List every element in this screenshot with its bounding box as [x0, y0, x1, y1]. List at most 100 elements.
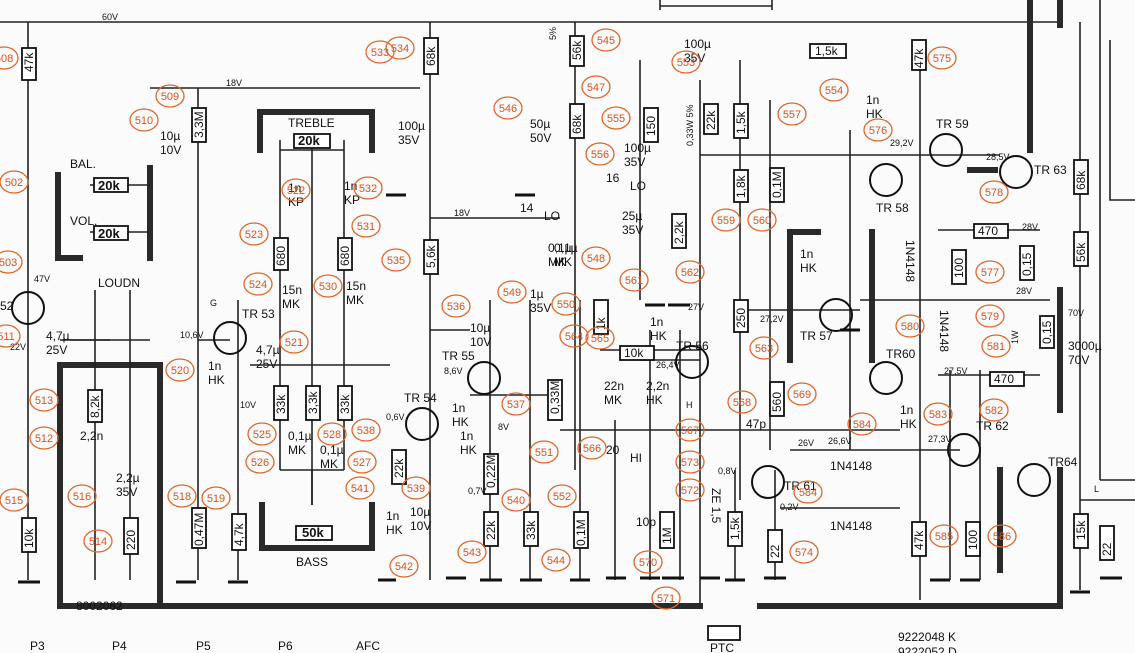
resistor-ref: 554: [825, 85, 843, 97]
capacitor-rating: 10V: [470, 335, 491, 349]
resistor-value: 680: [338, 246, 352, 266]
capacitor-value: 1n: [650, 315, 663, 329]
capacitor-value: 3000µ: [1068, 339, 1102, 353]
capacitor-ref-circle: [577, 436, 607, 460]
capacitor-value: 100µ: [684, 37, 711, 51]
capacitor-ref: 526: [251, 457, 269, 469]
resistor-ref-circle: [585, 326, 615, 350]
resistor-ref-circle: [385, 36, 415, 60]
capacitor-ref-circle: [671, 50, 701, 74]
resistor-ref-circle: [239, 222, 269, 246]
reference-label: 503: [0, 257, 17, 269]
capacitor-rating: 10V: [160, 143, 181, 157]
resistor-value: 0,15: [1040, 320, 1054, 344]
resistor-value: 56k: [570, 40, 584, 60]
voltage-label: 27,3V: [928, 434, 952, 444]
resistor-ref-circle: [457, 540, 487, 564]
capacitor-value: 1n: [208, 359, 221, 373]
resistor-ref-circle: [789, 540, 819, 564]
resistor-ref-circle: [975, 304, 1005, 328]
resistor-ref-circle: [927, 46, 957, 70]
resistor-ref: 545: [597, 35, 615, 47]
misc-label: H: [686, 400, 693, 410]
capacitor-rating: HK: [900, 417, 917, 431]
resistor-ref: 535: [387, 255, 405, 267]
switch-pin: 20: [606, 443, 620, 457]
resistor-value: 5,6k: [424, 244, 438, 268]
voltage-label: 29,2V: [890, 138, 914, 148]
capacitor-rating: HK: [386, 523, 403, 537]
resistor-boxes: [21, 35, 1115, 563]
voltage-label: 18V: [454, 208, 470, 218]
capacitor-ref-circle: [129, 108, 159, 132]
resistor-ref-circle: [747, 208, 777, 232]
capacitor-ref-circle: [441, 294, 471, 318]
resistor-ref: 540: [507, 495, 525, 507]
resistor-ref: 574: [795, 547, 813, 559]
capacitor-value: 0,1µ: [554, 241, 578, 255]
transistor-label: TR 55: [442, 349, 475, 363]
capacitor-rating: HK: [452, 415, 469, 429]
resistor-ref-circle: [979, 398, 1009, 422]
resistor-ref: 557: [783, 109, 801, 121]
voltage-label: 0,7V: [468, 486, 487, 496]
capacitor-ref: 522: [287, 185, 305, 197]
capacitor-value: 4,7µ: [46, 329, 70, 343]
capacitor-value: 15n: [346, 279, 366, 293]
capacitor-ref: 537: [507, 399, 525, 411]
capacitor-ref-circle: [279, 330, 309, 354]
capacitor-ref-circle: [401, 476, 431, 500]
capacitor-rating: HK: [650, 329, 667, 343]
capacitor-rating: MK: [554, 255, 572, 269]
resistor-value: 47k: [22, 52, 36, 72]
control-value: 20k: [298, 133, 320, 148]
resistor-value: 0,1M: [770, 171, 784, 198]
resistor-value: 22k: [484, 520, 498, 540]
resistor-ref-circle: [981, 334, 1011, 358]
voltage-label: 0,8V: [718, 466, 737, 476]
capacitor-value: 1µ: [530, 287, 544, 301]
voltage-label: 10V: [240, 400, 256, 410]
resistor-value: 560: [770, 392, 784, 412]
capacitor-ref-circle: [345, 476, 375, 500]
reference-label: 511: [0, 331, 15, 343]
resistor-ref: 581: [987, 341, 1005, 353]
capacitor-ref-circle: [923, 402, 953, 426]
resistor-ref-circle: [317, 422, 347, 446]
resistor-value: 33k: [274, 394, 288, 414]
resistor-ref-circle: [529, 440, 559, 464]
resistor-ref: 543: [463, 547, 481, 559]
wiring: [0, 0, 1135, 609]
resistor-ref: 509: [161, 91, 179, 103]
resistor-ref: 559: [717, 215, 735, 227]
capacitor-ref: 510: [135, 115, 153, 127]
resistor-value: 33k: [338, 394, 352, 414]
resistor-value: 0,15: [1020, 252, 1034, 276]
capacitor-ref: 527: [353, 457, 371, 469]
capacitor-ref-circle: [633, 550, 663, 574]
reference-label: 580: [901, 321, 919, 333]
capacitor-ref: 539: [407, 483, 425, 495]
control-value: 50k: [302, 525, 324, 540]
capacitor-rating: MK: [346, 293, 364, 307]
diode-label: 1N4148: [937, 310, 951, 352]
resistor-value: 0,47M: [192, 513, 206, 546]
capacitor-rating: MK: [604, 393, 622, 407]
control-value: 20k: [98, 226, 120, 241]
resistor-value: 0,22M: [484, 455, 498, 488]
resistor-ref: 534: [391, 43, 409, 55]
resistor-ref: 578: [985, 187, 1003, 199]
resistor-ref: 528: [323, 429, 341, 441]
capacitor-ref-circle: [67, 484, 97, 508]
resistor-ref: 515: [5, 495, 23, 507]
voltage-label: 60V: [102, 12, 118, 22]
resistor-value: 22: [768, 544, 782, 558]
resistor-value: 22k: [392, 458, 406, 478]
capacitor-ref-circle: [389, 554, 419, 578]
capacitor-ref-circle: [501, 392, 531, 416]
capacitor-rating: 25V: [46, 343, 67, 357]
reference-label: 584: [853, 419, 871, 431]
resistor-value: 2,2k: [672, 220, 686, 244]
reference-label-circle: [0, 250, 23, 274]
